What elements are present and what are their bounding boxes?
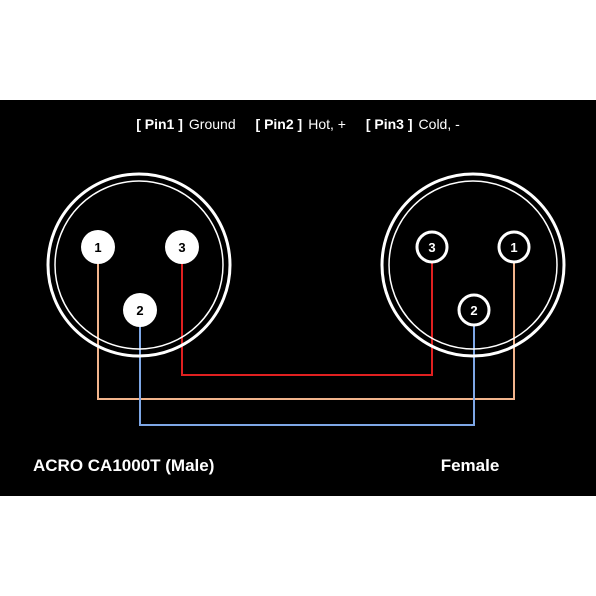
male-pin-3-label: 3	[178, 240, 185, 255]
female-pin-1	[497, 230, 531, 264]
male-caption: ACRO CA1000T (Male)	[33, 456, 214, 475]
male-pin-3	[165, 230, 199, 264]
male-pin-2	[123, 293, 157, 327]
male-connector: 1 3 2	[46, 172, 232, 358]
legend-desc-pin1: Ground	[189, 116, 236, 132]
female-caption: Female	[441, 456, 500, 475]
wire-pin2-hot	[139, 310, 475, 426]
female-connector: 3 1 2	[380, 172, 566, 358]
male-inner-ring	[54, 180, 224, 350]
legend-bracket-open-1: [	[136, 116, 145, 132]
legend-bracket-open-2: [	[256, 116, 265, 132]
legend-bracket-close-2: ]	[294, 116, 303, 132]
legend-desc-pin2: Hot, +	[308, 116, 346, 132]
legend-bracket-close-3: ]	[404, 116, 413, 132]
female-outer-ring	[380, 172, 566, 358]
wire-pin1-ground	[97, 247, 515, 400]
male-pin-2-label: 2	[136, 303, 143, 318]
female-pin-2-label: 2	[470, 303, 477, 318]
female-inner-ring	[388, 180, 558, 350]
male-pin-1-label: 1	[94, 240, 101, 255]
diagram-panel	[0, 100, 596, 496]
female-pin-2	[457, 293, 491, 327]
female-pin-1-label: 1	[510, 240, 517, 255]
male-outer-ring	[46, 172, 232, 358]
pin-legend: [ Pin1 ] Ground [ Pin2 ] Hot, + [ Pin3 ] Co…	[136, 116, 460, 132]
legend-tag-pin1: Pin1	[145, 116, 175, 132]
legend-desc-pin3: Cold, -	[419, 116, 461, 132]
legend-bracket-open-3: [	[366, 116, 375, 132]
male-pin-1	[81, 230, 115, 264]
female-pin-3-label: 3	[428, 240, 435, 255]
legend-tag-pin3: Pin3	[374, 116, 404, 132]
wire-pin3-cold	[181, 247, 433, 376]
legend-tag-pin2: Pin2	[264, 116, 294, 132]
legend-bracket-close-1: ]	[174, 116, 183, 132]
female-pin-3	[415, 230, 449, 264]
